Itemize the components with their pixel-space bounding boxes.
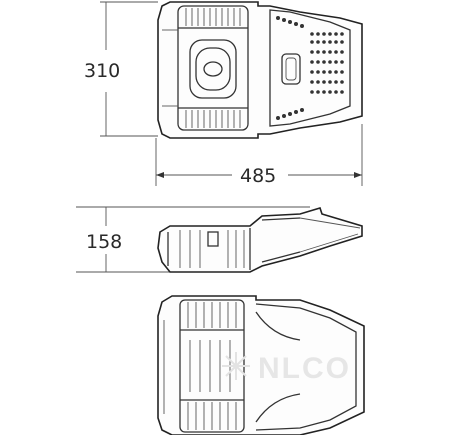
watermark: NLCO [222,352,351,385]
sun-icon [222,352,250,380]
top-cover-plate [189,39,237,99]
top-view: 310 [84,1,363,187]
cooling-fins-top [185,8,241,26]
bottom-fins [187,302,237,430]
width-dimension-label: 310 [84,60,120,82]
height-dimension-label: 158 [86,231,122,253]
side-fins [179,230,245,268]
side-connector [207,231,219,247]
side-view: 158 [76,206,363,273]
watermark-text: NLCO [258,352,351,385]
length-dimension-label: 485 [240,165,276,187]
led-array [276,16,344,120]
bottom-view: NLCO [157,295,365,435]
driver-window [281,53,301,85]
cooling-fins-bottom [185,110,241,128]
